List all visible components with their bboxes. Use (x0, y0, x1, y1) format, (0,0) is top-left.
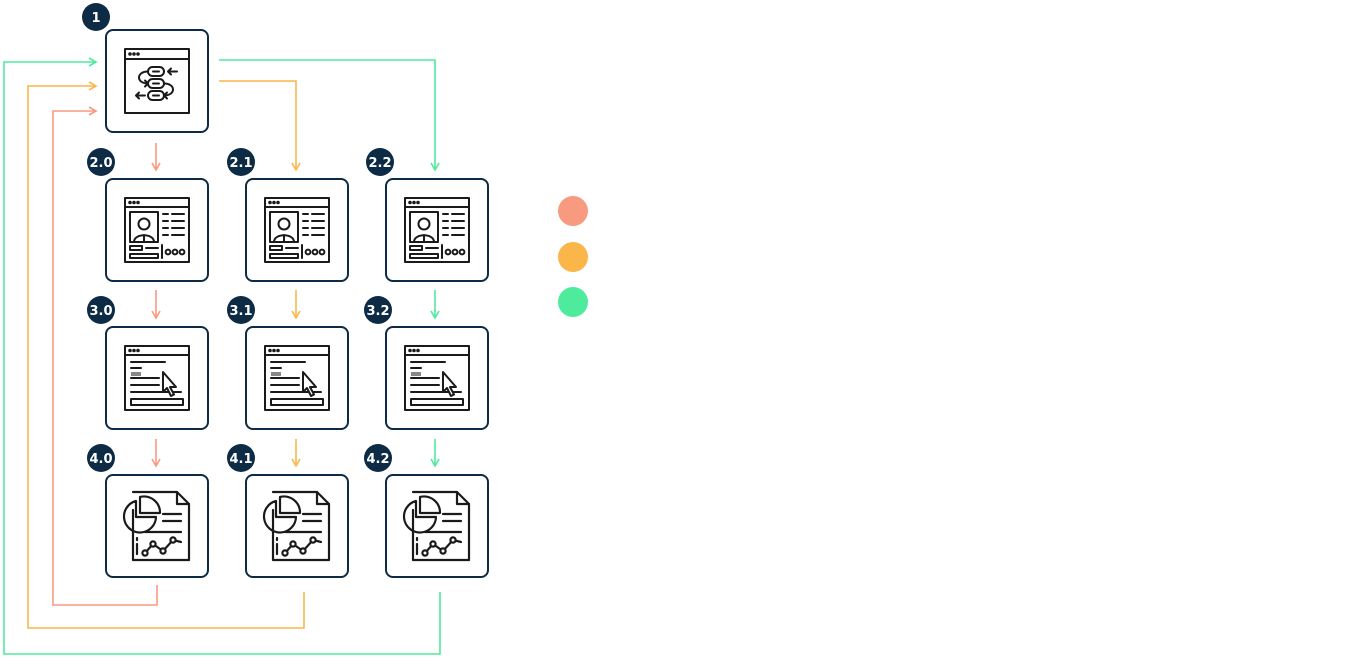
loop-4.1-to-1 (27, 81, 305, 629)
legend-dot-orange (558, 242, 588, 272)
loop-4.0-to-1 (52, 106, 158, 606)
step-2.2-label: 2.2 (368, 156, 391, 171)
step-1-label: 1 (91, 11, 100, 26)
step-2.2-badge (366, 148, 394, 176)
step-1-badge (82, 3, 110, 31)
step-4.2-badge (364, 444, 392, 472)
step-3.2-card: 3.2 (364, 296, 489, 430)
connector-1-to-2.2 (219, 59, 440, 172)
step-3.2-badge (364, 296, 392, 324)
step-4.1-label: 4.1 (229, 452, 252, 467)
loop-4.2-to-1 (3, 57, 441, 655)
step-3.1-label: 3.1 (229, 304, 252, 319)
legend-dot-green (558, 287, 588, 317)
step-2.1-label: 2.1 (229, 156, 252, 171)
step-2.0-badge (87, 148, 115, 176)
step-3.1-card: 3.1 (227, 296, 349, 430)
step-3.2-label: 3.2 (366, 304, 389, 319)
step-4.2-card: 4.2 (364, 444, 489, 578)
legend (558, 196, 588, 317)
step-4.0-badge (87, 444, 115, 472)
step-2.2-card: 2.2 (366, 148, 489, 282)
connector-1-to-2.1 (219, 80, 301, 172)
step-3.0-badge (87, 296, 115, 324)
legend-dot-salmon (558, 196, 588, 226)
step-2.0-label: 2.0 (89, 156, 112, 171)
step-4.0-label: 4.0 (89, 452, 112, 467)
step-2.1-badge (227, 148, 255, 176)
step-4.1-badge (227, 444, 255, 472)
step-2.0-card: 2.0 (87, 148, 209, 282)
step-1-card: 1 (82, 3, 209, 133)
step-4.2-label: 4.2 (366, 452, 389, 467)
step-3.0-label: 3.0 (89, 304, 112, 319)
step-3.1-badge (227, 296, 255, 324)
step-4.0-card: 4.0 (87, 444, 209, 578)
step-2.1-card: 2.1 (227, 148, 349, 282)
step-3.0-card: 3.0 (87, 296, 209, 430)
step-4.1-card: 4.1 (227, 444, 349, 578)
